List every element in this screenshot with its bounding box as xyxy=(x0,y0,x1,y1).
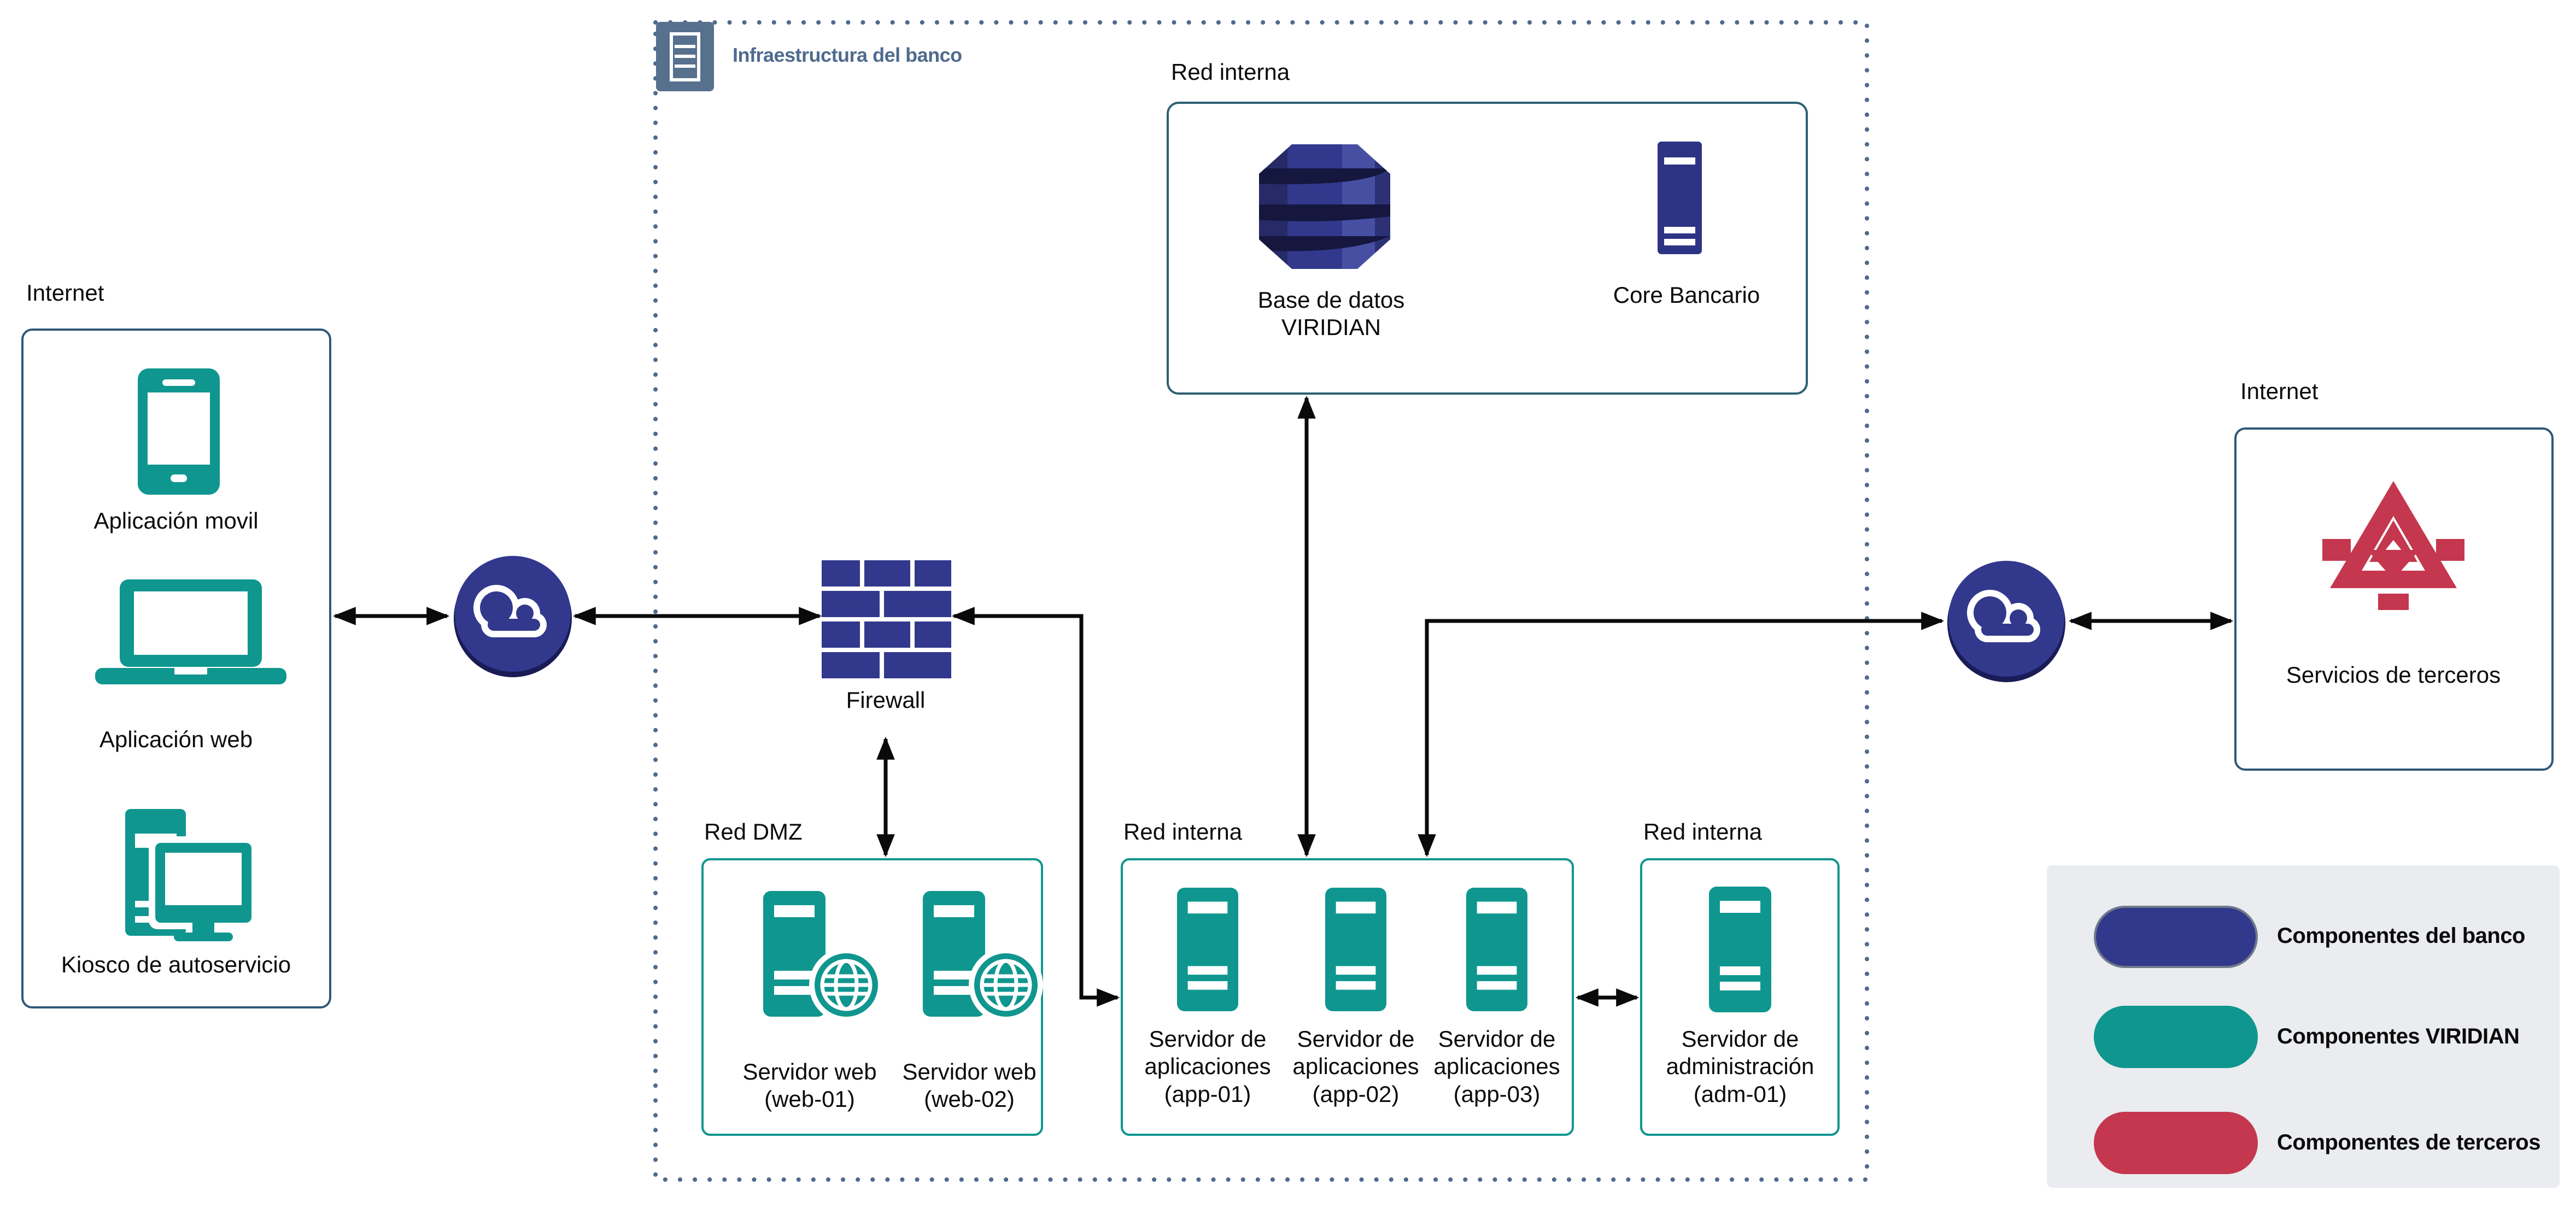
database-icon xyxy=(1259,144,1390,269)
app-server-01-icon xyxy=(1177,887,1238,1012)
mobile-device-icon xyxy=(138,368,220,495)
cloud-left-icon xyxy=(452,555,574,677)
kiosk-icon xyxy=(125,809,262,942)
app-server-03-icon xyxy=(1466,887,1527,1012)
third-party-logo-icon xyxy=(2322,480,2464,611)
firewall-icon xyxy=(822,560,951,678)
dmz-title: Red DMZ xyxy=(704,819,803,845)
infra-title: Infraestructura del banco xyxy=(733,44,962,66)
legend-swatch-viridian xyxy=(2094,1006,2258,1068)
internet-left-title: Internet xyxy=(26,280,104,306)
cloud-right-icon xyxy=(1945,560,2068,682)
kiosk-label: Kiosco de autoservicio xyxy=(61,952,291,977)
core-banking-label: Core Bancario xyxy=(1613,282,1760,308)
legend-swatch-bank xyxy=(2094,906,2258,968)
third-party-label: Servicios de terceros xyxy=(2286,662,2501,688)
red-interna-adm-title: Red interna xyxy=(1643,819,1763,845)
firewall-label: Firewall xyxy=(846,687,926,713)
red-interna-top-title: Red interna xyxy=(1171,59,1290,85)
legend-swatch-terceros xyxy=(2094,1112,2258,1174)
web-server-02-icon xyxy=(923,891,1049,1022)
web-server-02-label: Servidor web (web-02) xyxy=(902,1059,1037,1112)
legend-label-viridian: Componentes VIRIDIAN xyxy=(2277,1024,2520,1048)
laptop-icon xyxy=(95,579,286,706)
mobile-app-label: Aplicación movil xyxy=(93,508,259,533)
web-server-01-icon xyxy=(763,891,889,1022)
database-label: Base de datos VIRIDIAN xyxy=(1257,287,1405,341)
admin-server-icon xyxy=(1709,887,1771,1012)
legend-label-bank: Componentes del banco xyxy=(2277,924,2526,948)
web-app-label: Aplicación web xyxy=(99,726,253,752)
app-server-03-label: Servidor de aplicaciones (app-03) xyxy=(1433,1026,1560,1107)
internet-right-title: Internet xyxy=(2240,378,2319,404)
admin-server-label: Servidor de administración (adm-01) xyxy=(1666,1026,1814,1107)
red-interna-apps-title: Red interna xyxy=(1123,819,1243,845)
legend-label-terceros: Componentes de terceros xyxy=(2277,1130,2540,1154)
bank-ledger-icon xyxy=(656,22,714,91)
app-server-02-icon xyxy=(1325,887,1386,1012)
core-banking-icon xyxy=(1658,142,1702,254)
